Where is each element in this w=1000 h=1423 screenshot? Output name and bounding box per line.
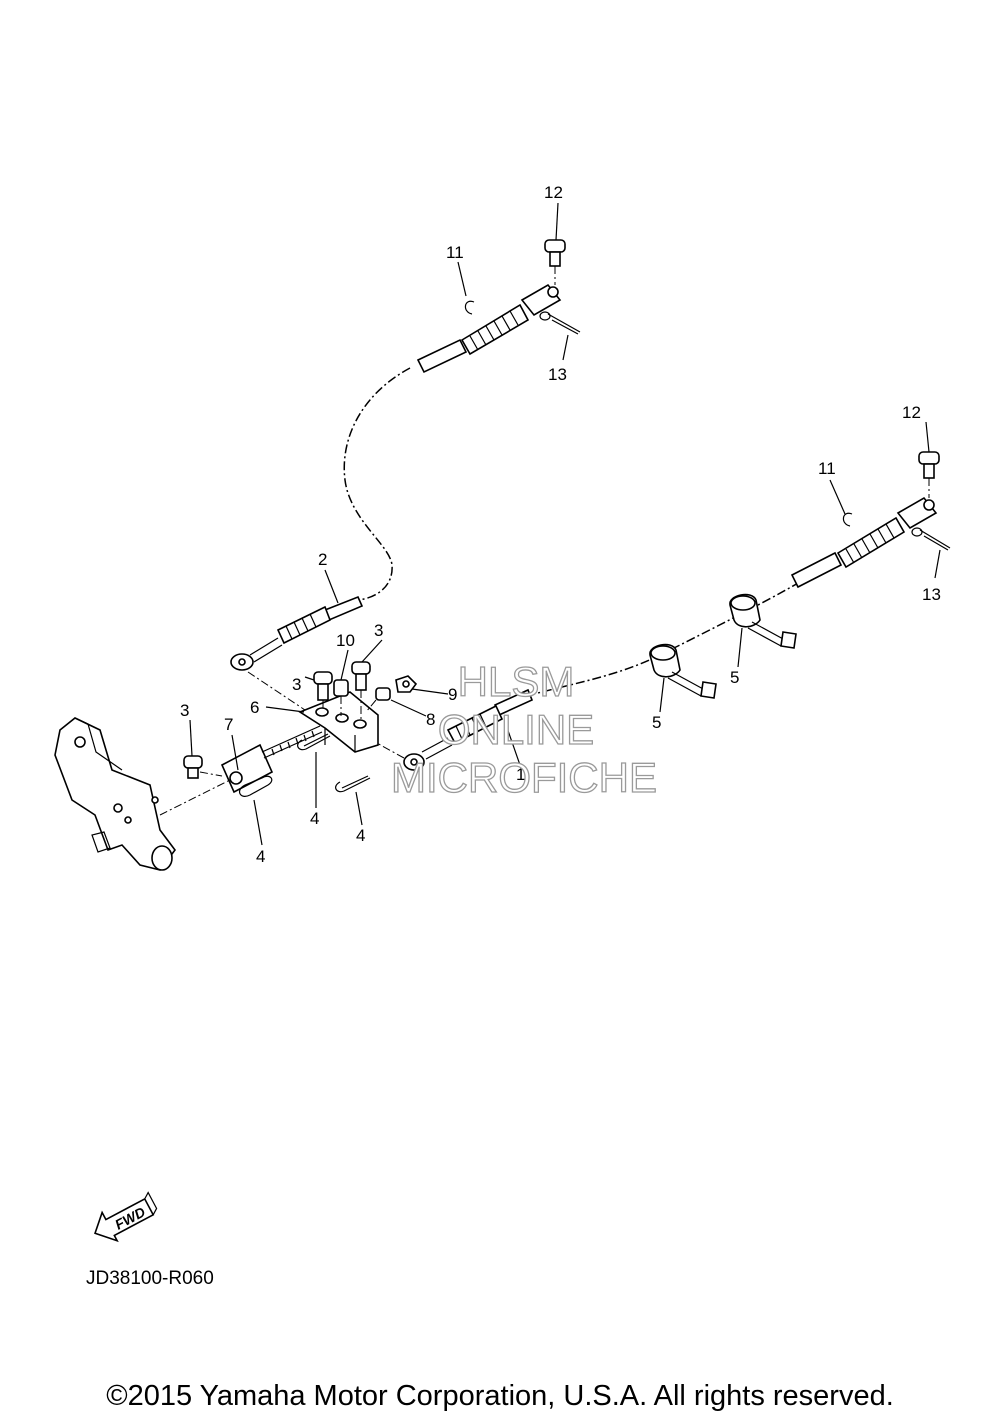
callout-5-left: 5	[652, 713, 661, 732]
clip-11-lower	[842, 512, 853, 527]
rod-7	[220, 725, 323, 794]
cable-clamp-5-right	[729, 593, 797, 649]
hairpin-clip-4-c	[335, 775, 371, 793]
pin-3-lower-left	[183, 755, 223, 779]
watermark-line-1: HLSM	[458, 658, 575, 705]
callout-11-upper: 11	[446, 243, 464, 262]
callout-12-upper: 12	[544, 183, 563, 202]
cable-1	[374, 496, 938, 771]
callout-6: 6	[250, 698, 259, 717]
callout-10: 10	[336, 631, 355, 650]
watermark-line-3: MICROFICHE	[391, 754, 657, 801]
pin-12-lower	[918, 451, 940, 498]
cable-clamp-5-left	[649, 643, 717, 699]
reference-code: JD38100-R060	[86, 1268, 214, 1289]
leader-lines	[189, 202, 941, 846]
bracket-6	[298, 691, 379, 753]
pin-3-left-on-bracket	[313, 671, 333, 710]
pin-3-right-on-bracket	[351, 661, 371, 720]
callout-2: 2	[318, 550, 327, 569]
callout-8: 8	[426, 710, 435, 729]
callout-12-lower: 12	[902, 403, 921, 422]
watermark-line-2: ONLINE	[438, 706, 594, 753]
copyright-notice: ©2015 Yamaha Motor Corporation, U.S.A. A…	[106, 1380, 894, 1412]
callout-3-bracket: 3	[292, 675, 301, 694]
callout-7: 7	[224, 715, 233, 734]
watermark: HLSM ONLINE MICROFICHE	[390, 657, 657, 801]
clip-11-upper	[464, 300, 475, 315]
callout-4-middle: 4	[310, 809, 319, 828]
callout-1: 1	[516, 765, 525, 784]
fwd-arrow-icon: FWD	[94, 1191, 158, 1243]
callout-5-right: 5	[730, 668, 739, 687]
cable-2	[230, 283, 562, 711]
collar-8	[365, 687, 391, 713]
pin-12-upper	[544, 239, 566, 285]
callout-13-upper: 13	[548, 365, 567, 384]
callout-4-right: 4	[356, 826, 365, 845]
callout-4-left: 4	[256, 847, 265, 866]
callout-13-lower: 13	[922, 585, 941, 604]
nut-9	[395, 675, 418, 693]
callout-3-top: 3	[374, 621, 383, 640]
callout-9: 9	[448, 685, 457, 704]
callout-11-lower: 11	[818, 459, 836, 478]
callout-3-left: 3	[180, 701, 189, 720]
hairpin-clip-4-a	[238, 775, 273, 797]
hairpin-clip-4-b	[297, 733, 331, 751]
cotter-pin-13-lower	[911, 527, 951, 551]
cotter-pin-13-upper	[539, 311, 581, 335]
pedal-bracket	[54, 717, 231, 871]
